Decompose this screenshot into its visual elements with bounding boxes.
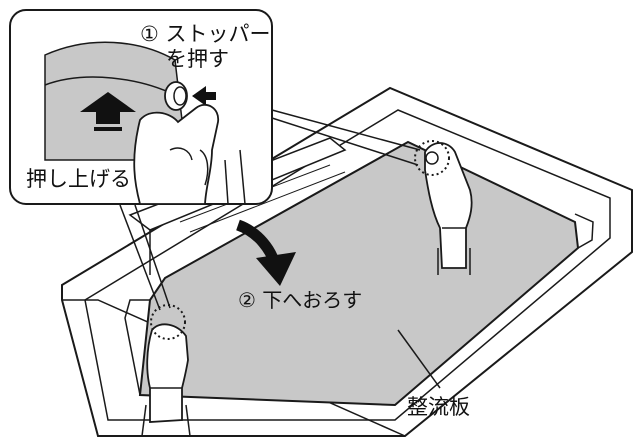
push-up-label: 押し上げる [26, 167, 131, 192]
step1-label-line1: ① ストッパー [140, 22, 271, 46]
arrow-down-icon [235, 219, 296, 286]
arrow-up-icon [80, 92, 136, 131]
press-arrow-icon [192, 86, 216, 106]
hand-icon [133, 103, 246, 205]
stopper-icon [164, 81, 188, 111]
hand-icon [141, 323, 191, 437]
magnify-circle-icon [150, 304, 186, 340]
stopper-icon [425, 151, 439, 165]
step1-label-line2: を押す [166, 47, 229, 71]
range-hood-rim [84, 109, 611, 421]
step2-label: ② 下へおろす [238, 288, 363, 312]
baffle-plate-leader [397, 329, 441, 389]
baffle-plate-inner-edge [124, 299, 150, 396]
magnify-circle-icon [414, 140, 450, 176]
baffle-plate-label: 整流板 [407, 395, 470, 419]
